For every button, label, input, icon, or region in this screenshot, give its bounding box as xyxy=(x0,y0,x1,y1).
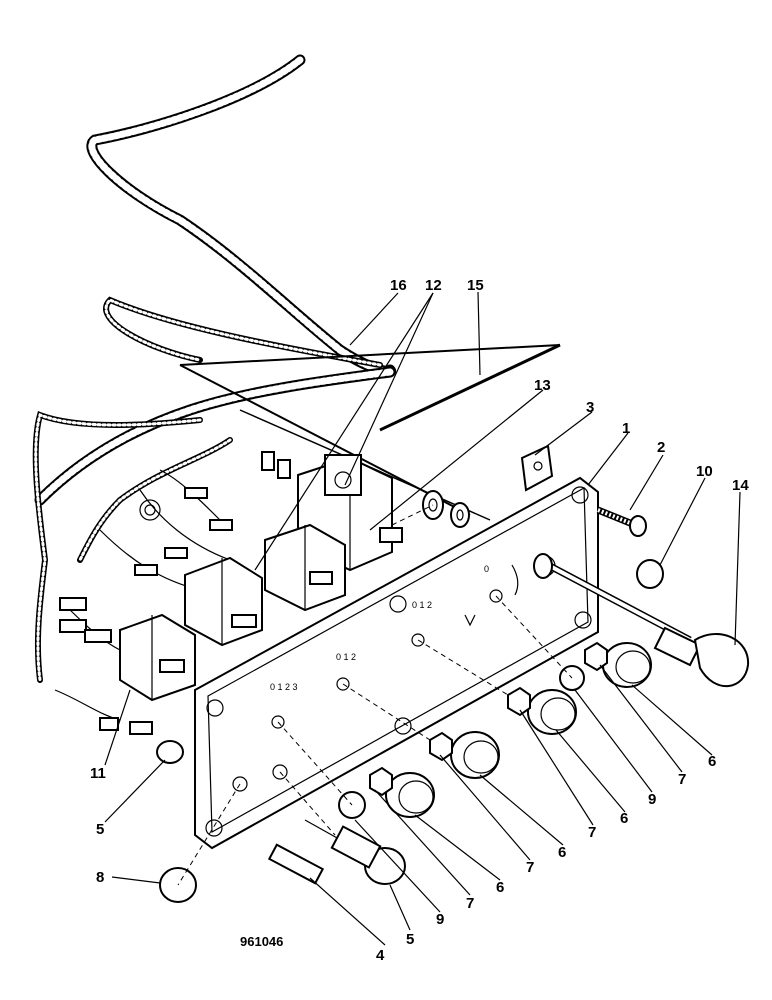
toggle-switch-2 xyxy=(184,556,263,647)
part-14-control-rod xyxy=(533,553,750,687)
panel-marking-rotary-zero: 0 xyxy=(484,564,489,574)
callout-7-a: 7 xyxy=(466,895,474,912)
callout-1: 1 xyxy=(622,420,630,437)
assembly-lines xyxy=(177,504,573,886)
callout-6-d: 6 xyxy=(708,753,716,770)
knob-1 xyxy=(385,772,435,818)
panel-marking-012-b: 0 1 2 xyxy=(412,600,432,610)
panel-marking-012-a: 0 1 2 xyxy=(336,652,356,662)
callout-6-a: 6 xyxy=(496,879,504,896)
callout-6-c: 6 xyxy=(620,810,628,827)
callout-4: 4 xyxy=(376,947,385,964)
callout-5-left: 5 xyxy=(96,821,104,838)
knob-2 xyxy=(450,731,500,779)
callout-7-d: 7 xyxy=(678,771,686,788)
callout-7-c: 7 xyxy=(588,824,596,841)
part-2-screw xyxy=(596,506,647,537)
callout-9-b: 9 xyxy=(648,791,656,808)
toggle-switch-3 xyxy=(119,613,196,702)
callout-3: 3 xyxy=(586,399,594,416)
nuts xyxy=(369,641,608,797)
part-1-panel: 0 1 2 3 0 1 2 0 1 2 0 xyxy=(194,476,599,850)
callout-7-b: 7 xyxy=(526,859,534,876)
callout-11: 11 xyxy=(90,765,106,782)
callout-2: 2 xyxy=(657,439,665,456)
part-3-bracket xyxy=(520,444,554,492)
callout-5-bottom: 5 xyxy=(406,931,414,948)
knob-3 xyxy=(527,689,577,735)
toggle-switch-1 xyxy=(264,523,346,612)
drawing-number: 961046 xyxy=(240,934,283,949)
connectors xyxy=(59,451,291,735)
callout-15: 15 xyxy=(467,277,484,294)
callout-14: 14 xyxy=(732,477,749,494)
fuse-holder xyxy=(156,740,406,885)
callouts: 16 12 15 13 3 1 2 10 14 11 5 8 4 5 9 7 6… xyxy=(90,277,749,964)
callout-9-a: 9 xyxy=(436,911,444,928)
knob-4 xyxy=(602,642,652,688)
callout-16: 16 xyxy=(390,277,407,294)
panel-marking-0123: 0 1 2 3 xyxy=(270,682,298,692)
callout-12: 12 xyxy=(425,277,442,294)
callout-8: 8 xyxy=(96,869,104,886)
callout-10: 10 xyxy=(696,463,713,480)
callout-13: 13 xyxy=(534,377,551,394)
callout-6-b: 6 xyxy=(558,844,566,861)
part-15-cable xyxy=(179,343,561,521)
leader-lines xyxy=(104,291,741,946)
